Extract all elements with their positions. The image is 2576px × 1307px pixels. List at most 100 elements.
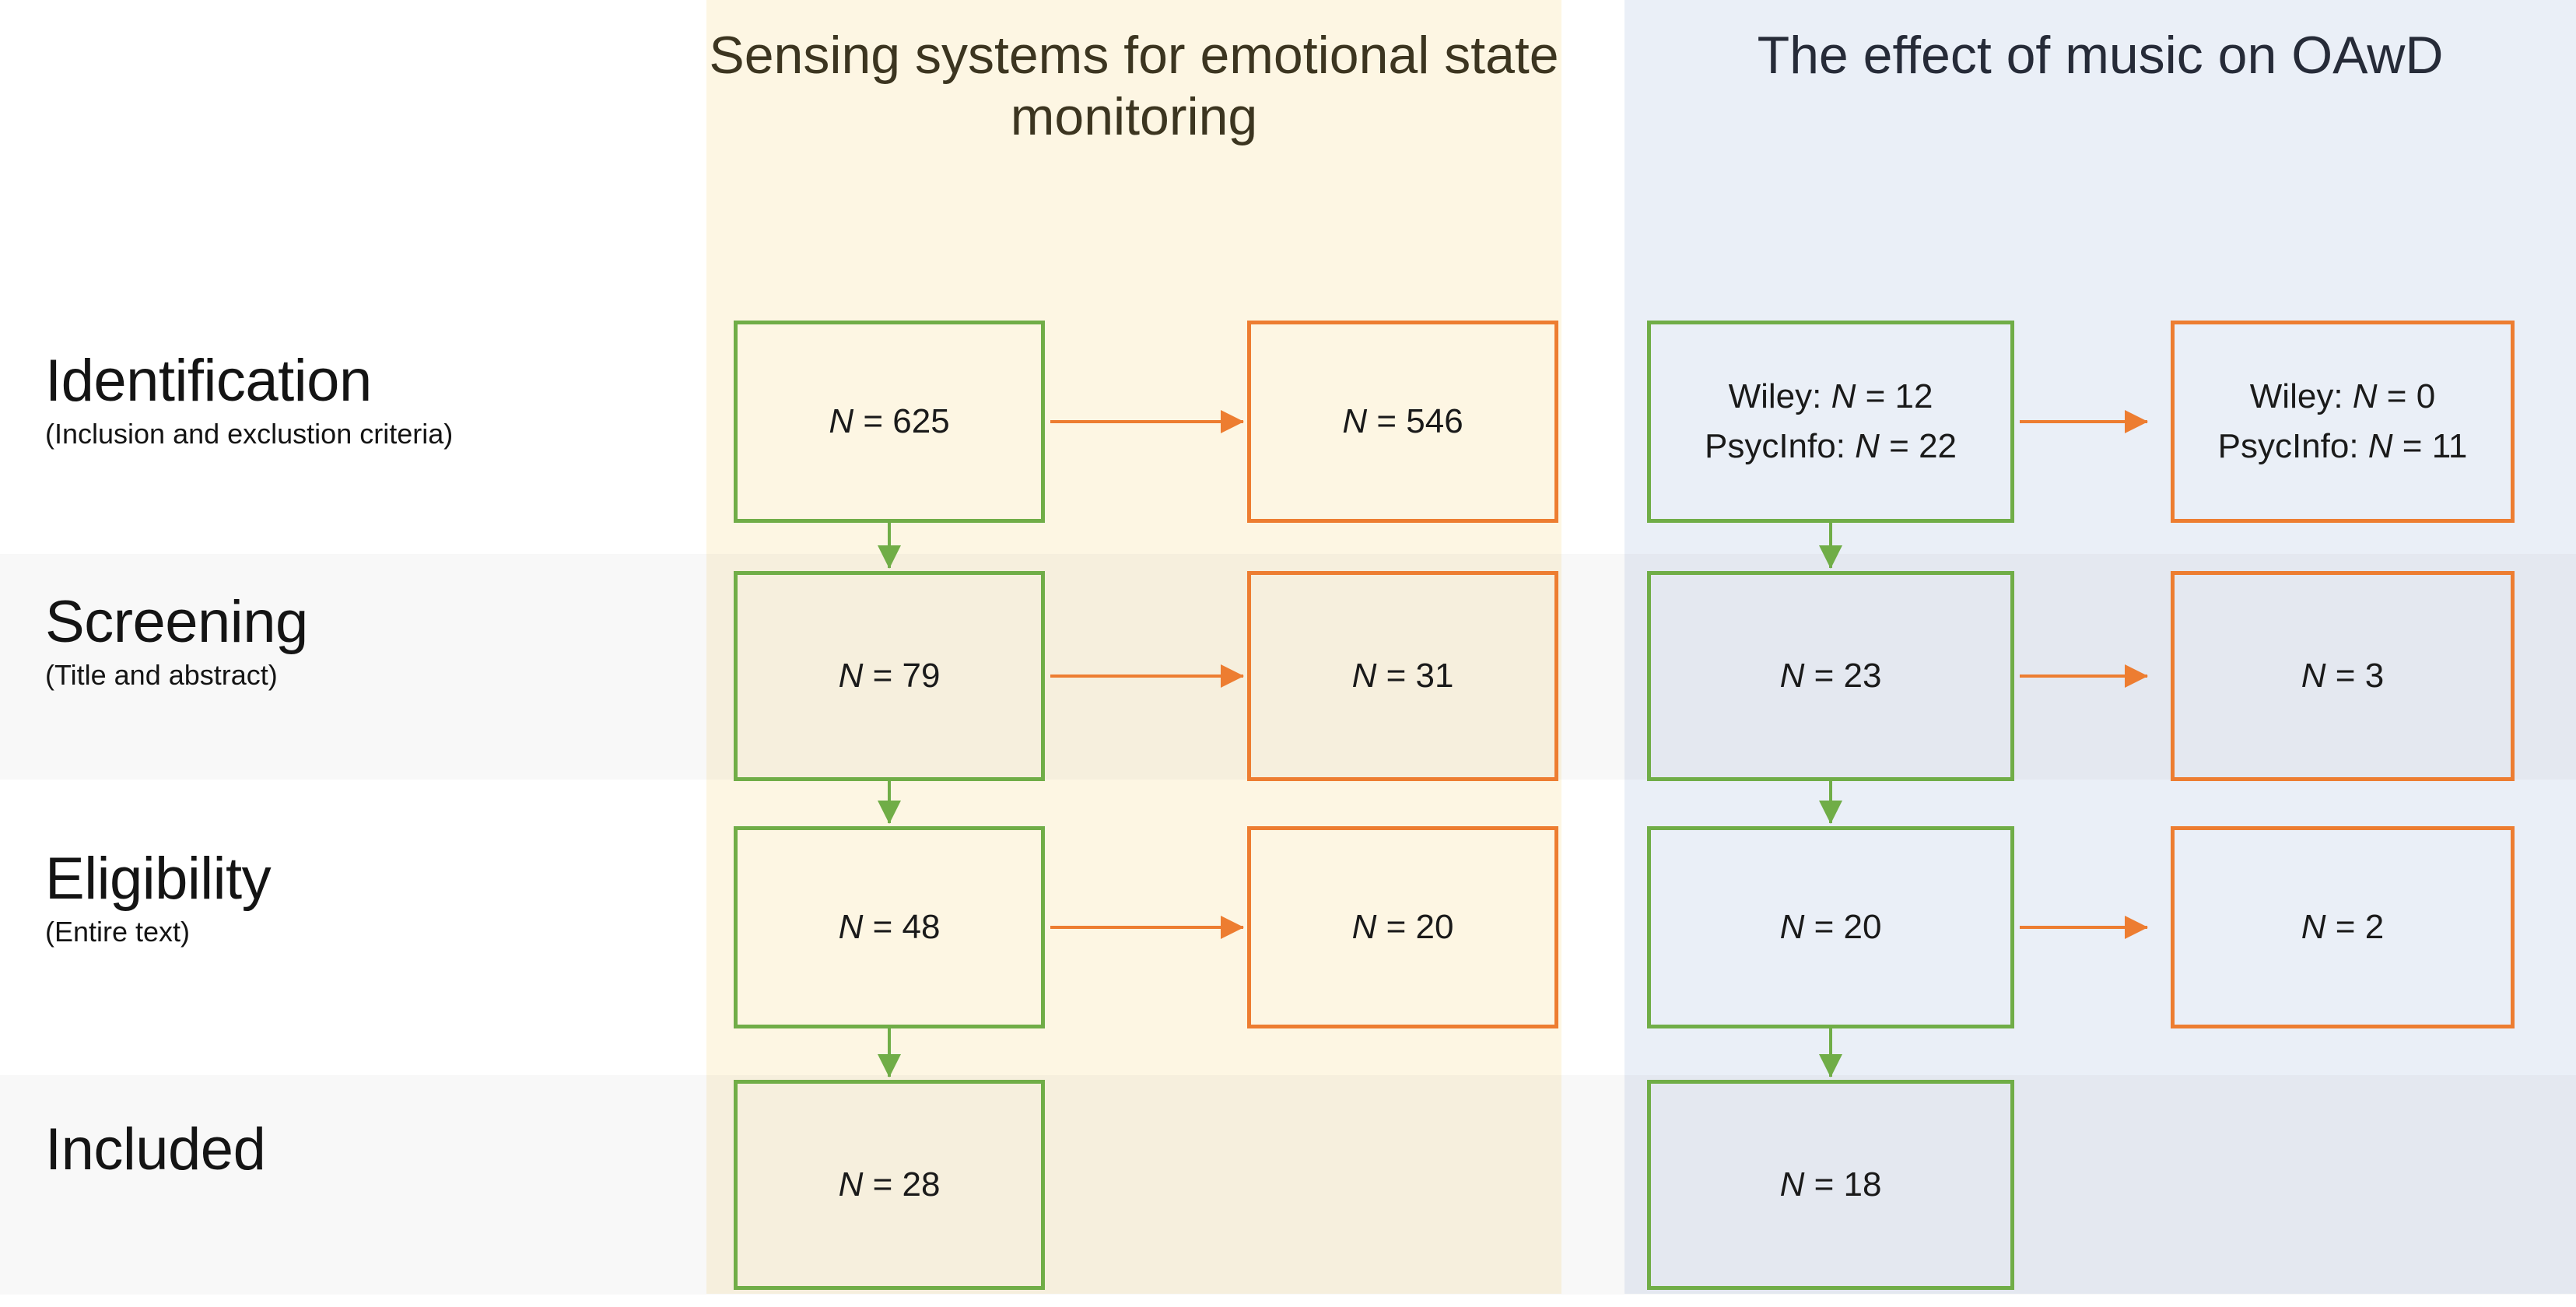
arrow-down-music-identification-to-screening (1829, 523, 1832, 568)
box-line-n-symbol: N (1831, 377, 1856, 416)
box-line: PsycInfo: N = 22 (1705, 422, 1957, 471)
box-content: N = 3 (2301, 651, 2384, 701)
column-band-music (1624, 0, 2576, 1294)
box-line-prefix: Wiley: (2249, 377, 2353, 416)
arrow-down-sensing-identification-to-screening (888, 523, 891, 568)
box-line: N = 31 (1352, 651, 1454, 701)
box-line-n-symbol: N (2352, 377, 2378, 416)
box-line: N = 625 (829, 397, 949, 447)
arrow-right-music-screening-excluded (2020, 675, 2147, 678)
stage-title-eligibility: Eligibility (45, 846, 272, 912)
column-band-sensing (706, 0, 1561, 1294)
box-line-n-symbol: N (1779, 908, 1805, 947)
box-line-n-symbol: N (838, 908, 864, 947)
box-content: N = 20 (1352, 902, 1454, 952)
box-line-value: = 625 (853, 402, 950, 441)
box-line-value: = 20 (1376, 908, 1454, 947)
box-line-value: = 22 (1879, 427, 1957, 465)
box-line-prefix: Wiley: (1728, 377, 1831, 416)
box-sensing-eligibility-excluded: N = 20 (1247, 826, 1558, 1028)
box-line-value: = 11 (2392, 427, 2468, 465)
box-line-n-symbol: N (1342, 402, 1368, 441)
arrow-down-music-eligibility-to-included (1829, 1028, 1832, 1077)
box-content: N = 20 (1780, 902, 1882, 952)
box-line-n-symbol: N (2367, 427, 2393, 465)
box-line-value: = 546 (1367, 402, 1463, 441)
box-line-n-symbol: N (2301, 908, 2326, 947)
box-line-value: = 79 (863, 657, 941, 696)
box-content: N = 625 (829, 397, 949, 447)
box-line: N = 3 (2301, 651, 2384, 701)
box-line: N = 2 (2301, 902, 2384, 952)
box-content: N = 18 (1780, 1160, 1882, 1210)
stage-subtitle-identification: (Inclusion and exclustion criteria) (45, 418, 454, 450)
box-line: N = 79 (839, 651, 941, 701)
stage-label-included: Included (45, 1120, 683, 1186)
box-line-value: = 3 (2325, 657, 2385, 696)
box-content: N = 2 (2301, 902, 2384, 952)
stage-label-eligibility: Eligibility (Entire text) (45, 850, 683, 948)
box-line-value: = 18 (1804, 1165, 1882, 1204)
arrow-right-sensing-eligibility-excluded (1050, 926, 1243, 929)
arrow-down-sensing-eligibility-to-included (888, 1028, 891, 1077)
column-header-sensing: Sensing systems for emotional state moni… (709, 26, 1559, 146)
arrow-right-sensing-screening-excluded (1050, 675, 1243, 678)
box-line-prefix: PsycInfo: (1704, 427, 1856, 465)
box-line-n-symbol: N (2301, 657, 2326, 696)
box-line-value: = 23 (1804, 657, 1882, 696)
box-music-screening-included: N = 23 (1647, 571, 2014, 781)
box-line-n-symbol: N (838, 1165, 864, 1204)
stage-label-screening: Screening (Title and abstract) (45, 589, 683, 692)
box-content: N = 28 (839, 1160, 941, 1210)
box-content: N = 31 (1352, 651, 1454, 701)
arrow-right-music-eligibility-excluded (2020, 926, 2147, 929)
box-line-value: = 20 (1804, 908, 1882, 947)
stage-title-included: Included (45, 1116, 266, 1183)
box-music-eligibility-excluded: N = 2 (2171, 826, 2515, 1028)
box-sensing-screening-excluded: N = 31 (1247, 571, 1558, 781)
box-line-value: = 28 (863, 1165, 941, 1204)
stage-title-identification: Identification (45, 348, 372, 414)
box-line-prefix: PsycInfo: (2217, 427, 2368, 465)
box-line-value: = 48 (863, 908, 941, 947)
box-line: N = 28 (839, 1160, 941, 1210)
box-content: N = 23 (1780, 651, 1882, 701)
box-line-value: = 31 (1376, 657, 1454, 696)
box-content: N = 48 (839, 902, 941, 952)
box-line: Wiley: N = 12 (1705, 372, 1957, 422)
box-content: N = 79 (839, 651, 941, 701)
box-music-included-final: N = 18 (1647, 1080, 2014, 1290)
box-line: N = 546 (1342, 397, 1463, 447)
box-line: N = 20 (1780, 902, 1882, 952)
box-line: N = 48 (839, 902, 941, 952)
box-line-n-symbol: N (1779, 1165, 1805, 1204)
box-sensing-identification-excluded: N = 546 (1247, 321, 1558, 523)
box-line-value: = 0 (2377, 377, 2436, 416)
box-line: N = 18 (1780, 1160, 1882, 1210)
stage-label-identification: Identification (Inclusion and exclustion… (45, 352, 683, 450)
box-line: N = 23 (1780, 651, 1882, 701)
arrow-down-music-screening-to-eligibility (1829, 781, 1832, 823)
box-sensing-included-final: N = 28 (734, 1080, 1045, 1290)
box-line-value: = 2 (2325, 908, 2385, 947)
box-line-n-symbol: N (1351, 657, 1377, 696)
box-music-eligibility-included: N = 20 (1647, 826, 2014, 1028)
box-line-n-symbol: N (1779, 657, 1805, 696)
stage-title-screening: Screening (45, 589, 308, 655)
arrow-right-music-identification-excluded (2020, 420, 2147, 423)
box-line: Wiley: N = 0 (2218, 372, 2468, 422)
row-band-included (0, 1075, 2576, 1295)
box-line-n-symbol: N (1351, 908, 1377, 947)
stage-subtitle-screening: (Title and abstract) (45, 659, 278, 691)
box-line-value: = 12 (1856, 377, 1933, 416)
box-sensing-eligibility-included: N = 48 (734, 826, 1045, 1028)
box-music-screening-excluded: N = 3 (2171, 571, 2515, 781)
box-line-n-symbol: N (1855, 427, 1880, 465)
box-line: PsycInfo: N = 11 (2218, 422, 2468, 471)
box-line: N = 20 (1352, 902, 1454, 952)
